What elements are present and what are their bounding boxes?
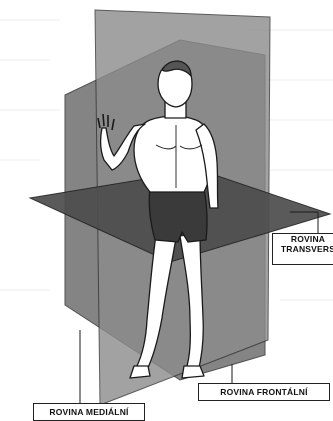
transverse-label-line1: ROVINA bbox=[273, 234, 333, 244]
transverse-plane-label: ROVINA TRANSVERS bbox=[272, 233, 333, 265]
transverse-label-line2: TRANSVERS bbox=[273, 244, 333, 254]
medial-plane-label: ROVINA MEDIÁLNÍ bbox=[33, 403, 145, 421]
frontal-plane-label: ROVINA FRONTÁLNÍ bbox=[198, 383, 330, 401]
